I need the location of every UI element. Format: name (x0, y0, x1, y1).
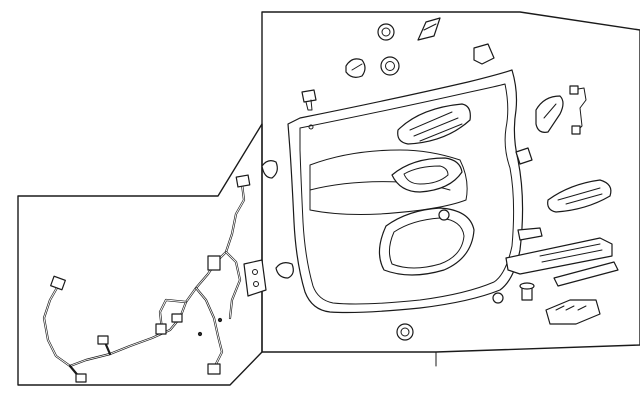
mirror-switch-connector (569, 85, 587, 135)
door-trim-panel (287, 69, 524, 314)
wiring-harness (42, 174, 267, 383)
armrest-trim-strip (553, 261, 619, 287)
armrest-switch-bezel (505, 227, 613, 275)
speaker-grille (396, 323, 414, 341)
trim-clip-right-top (473, 43, 495, 65)
push-retainer-left (261, 160, 278, 179)
push-retainer-lower (275, 262, 294, 279)
door-handle-bezel (535, 95, 564, 133)
grommet-top-2 (380, 56, 400, 76)
window-switch (545, 299, 601, 325)
push-retainer-2 (301, 89, 317, 111)
trim-clip-top (417, 17, 441, 41)
grommet-right (492, 292, 504, 304)
trim-clip-right-mid (515, 147, 533, 165)
push-retainer-1 (345, 58, 366, 78)
grommet-top-1 (377, 23, 395, 41)
pull-handle (547, 179, 612, 213)
harness-panel-enclosure (17, 123, 263, 386)
speaker-grille-post (519, 282, 535, 301)
